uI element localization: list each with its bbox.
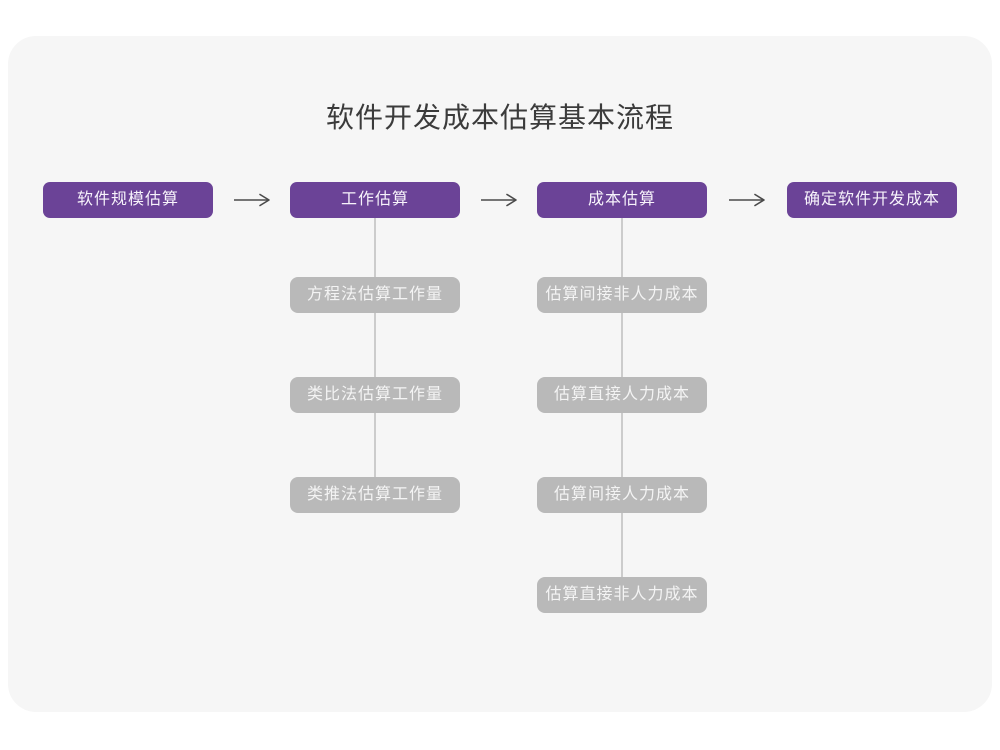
flowchart-card: 软件开发成本估算基本流程 软件规模估算 工作估算 成本估算	[8, 36, 992, 712]
diagram-title: 软件开发成本估算基本流程	[325, 102, 674, 133]
stage-software-scale-estimation: 软件规模估算	[43, 182, 213, 218]
stage-cost-estimation: 成本估算	[537, 182, 707, 218]
substep-indirect-nonlabor-cost: 估算间接非人力成本	[537, 277, 707, 313]
arrow-right-icon	[480, 193, 518, 207]
substep-indirect-labor-cost: 估算间接人力成本	[537, 477, 707, 513]
substep-extrapolation-method: 类推法估算工作量	[290, 477, 460, 513]
arrow-right-icon	[728, 193, 766, 207]
arrow-right-icon	[233, 193, 271, 207]
work-column-connector-line	[374, 218, 376, 478]
stage-determine-development-cost: 确定软件开发成本	[787, 182, 957, 218]
substep-direct-labor-cost: 估算直接人力成本	[537, 377, 707, 413]
substep-direct-nonlabor-cost: 估算直接非人力成本	[537, 577, 707, 613]
stage-work-estimation: 工作估算	[290, 182, 460, 218]
substep-equation-method: 方程法估算工作量	[290, 277, 460, 313]
substep-analogy-method: 类比法估算工作量	[290, 377, 460, 413]
